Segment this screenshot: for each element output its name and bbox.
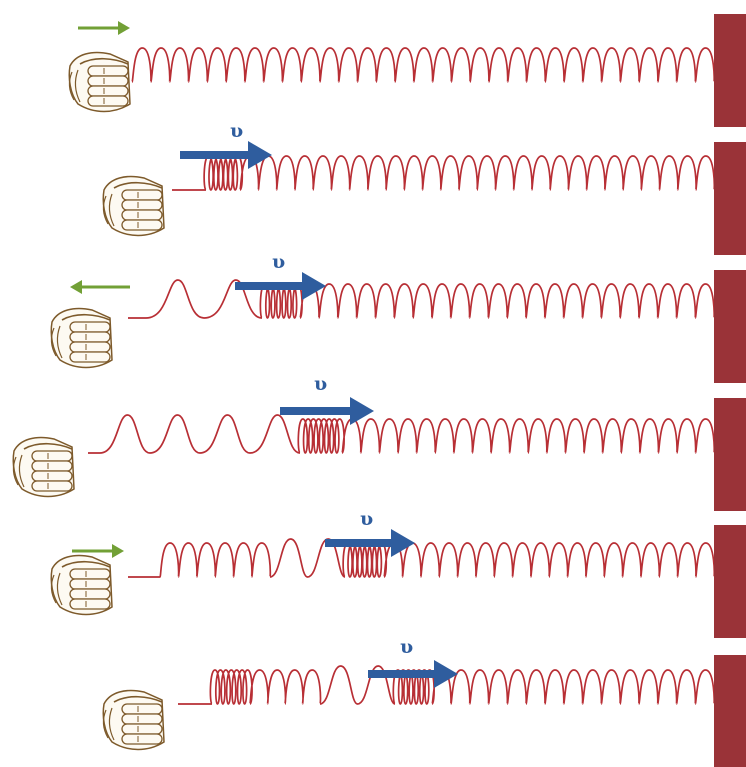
hand-finger [31, 460, 73, 472]
hand-finger [31, 480, 73, 492]
hand-finger [69, 598, 111, 610]
fist-hand-icon [50, 554, 113, 616]
hand-wrist-lines [50, 572, 63, 606]
hand-finger [121, 703, 163, 715]
hand-finger [87, 75, 129, 87]
wall-block [714, 398, 746, 511]
hand-finger [121, 723, 163, 735]
velocity-arrow-shaft [235, 282, 304, 290]
velocity-arrow-head [350, 397, 374, 425]
hand-wrist-lines [102, 707, 115, 741]
row-5: υ [50, 508, 746, 638]
hand-finger [87, 95, 129, 107]
hand-finger [121, 713, 163, 725]
hand-thumb [23, 442, 73, 450]
velocity-label: υ [314, 373, 327, 395]
velocity-arrow-head [391, 529, 415, 557]
fist-hand-icon [12, 436, 75, 498]
hand-finger [69, 568, 111, 580]
hand-arrow-right [78, 21, 130, 35]
hand-finger [87, 65, 129, 77]
velocity-arrow-head [434, 660, 458, 688]
hand-arrow-head [112, 544, 124, 558]
wall-block [714, 270, 746, 383]
velocity-arrow-shaft [368, 670, 436, 678]
velocity-arrow [235, 272, 326, 300]
spring-coil [128, 538, 716, 578]
velocity-arrow-head [248, 141, 272, 169]
hand-thumb [113, 695, 163, 703]
velocity-arrow-shaft [280, 407, 352, 415]
hand-arrow-head [118, 21, 130, 35]
hand-finger [121, 189, 163, 201]
wall-block [714, 525, 746, 638]
fist-hand-icon [50, 307, 113, 369]
hand-thumb [61, 313, 111, 321]
wall-block [714, 14, 746, 127]
hand-finger [121, 733, 163, 745]
velocity-arrow [280, 397, 374, 425]
row-1 [68, 14, 746, 127]
velocity-arrow [325, 529, 415, 557]
hand-finger [69, 588, 111, 600]
hand-wrist-lines [68, 69, 81, 103]
row-2: υ [102, 120, 746, 255]
fist-hand-icon [102, 175, 165, 237]
hand-finger [31, 450, 73, 462]
hand-arrow-left [70, 280, 130, 294]
hand-wrist-lines [12, 454, 25, 488]
velocity-arrow-head [302, 272, 326, 300]
hand-thumb [113, 181, 163, 189]
velocity-arrow-shaft [325, 539, 393, 547]
spring-coil [88, 414, 716, 454]
hand-arrow-right [72, 544, 124, 558]
velocity-arrow [180, 141, 272, 169]
velocity-label: υ [360, 508, 373, 530]
velocity-label: υ [230, 120, 243, 142]
spring-coil [128, 279, 716, 319]
velocity-label: υ [272, 251, 285, 273]
hand-finger [121, 199, 163, 211]
hand-thumb [61, 560, 111, 568]
fist-hand-icon [68, 51, 131, 113]
hand-finger [87, 85, 129, 97]
velocity-arrow-shaft [180, 151, 250, 159]
hand-wrist-lines [50, 325, 63, 359]
fist-hand-icon [102, 689, 165, 751]
row-4: υ [12, 373, 746, 511]
hand-finger [121, 219, 163, 231]
hand-thumb [79, 57, 129, 65]
hand-finger [69, 341, 111, 353]
hand-finger [121, 209, 163, 221]
row-6: υ [102, 636, 746, 767]
hand-wrist-lines [102, 193, 115, 227]
row-3: υ [50, 251, 746, 383]
hand-finger [69, 321, 111, 333]
hand-finger [69, 331, 111, 343]
wall-block [714, 655, 746, 767]
wall-block [714, 142, 746, 255]
hand-finger [69, 578, 111, 590]
hand-finger [31, 470, 73, 482]
velocity-label: υ [400, 636, 413, 658]
spring-coil [131, 47, 716, 83]
velocity-arrow [368, 660, 458, 688]
hand-finger [69, 351, 111, 363]
hand-arrow-head [70, 280, 82, 294]
